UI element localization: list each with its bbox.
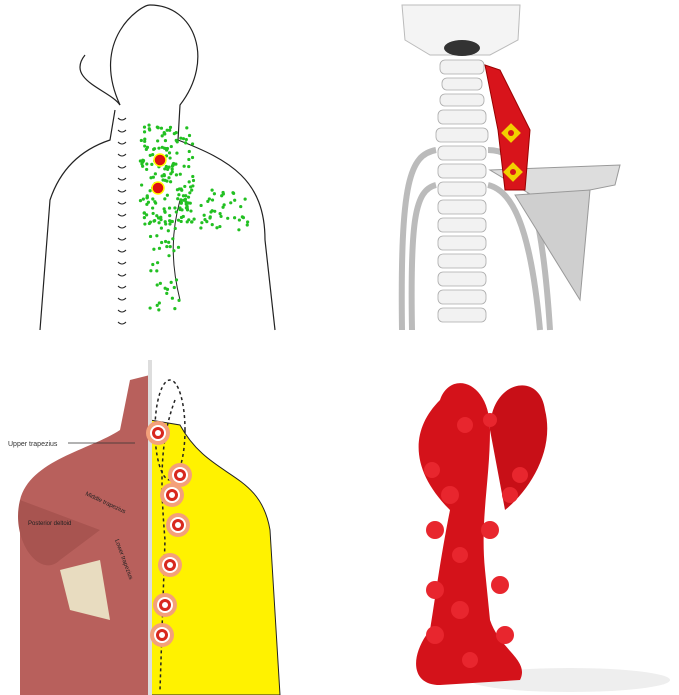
skeleton-diagram	[340, 0, 679, 340]
trigger-point-target	[159, 632, 165, 638]
label-posterior-deltoid: Posterior deltoid	[28, 521, 71, 527]
trigger-point-target	[162, 602, 168, 608]
trigger-point-target	[177, 472, 183, 478]
trigger-point-target	[167, 562, 173, 568]
muscle-anatomy-diagram: Upper trapezius Middle trapezius Posteri…	[0, 360, 340, 695]
trigger-point-target	[175, 522, 181, 528]
trigger-point-target	[155, 430, 161, 436]
trigger-point-target	[169, 492, 175, 498]
label-upper-trapezius: Upper trapezius	[8, 441, 58, 448]
massage-tool-product	[340, 360, 679, 695]
referral-pattern-diagram	[0, 0, 340, 340]
